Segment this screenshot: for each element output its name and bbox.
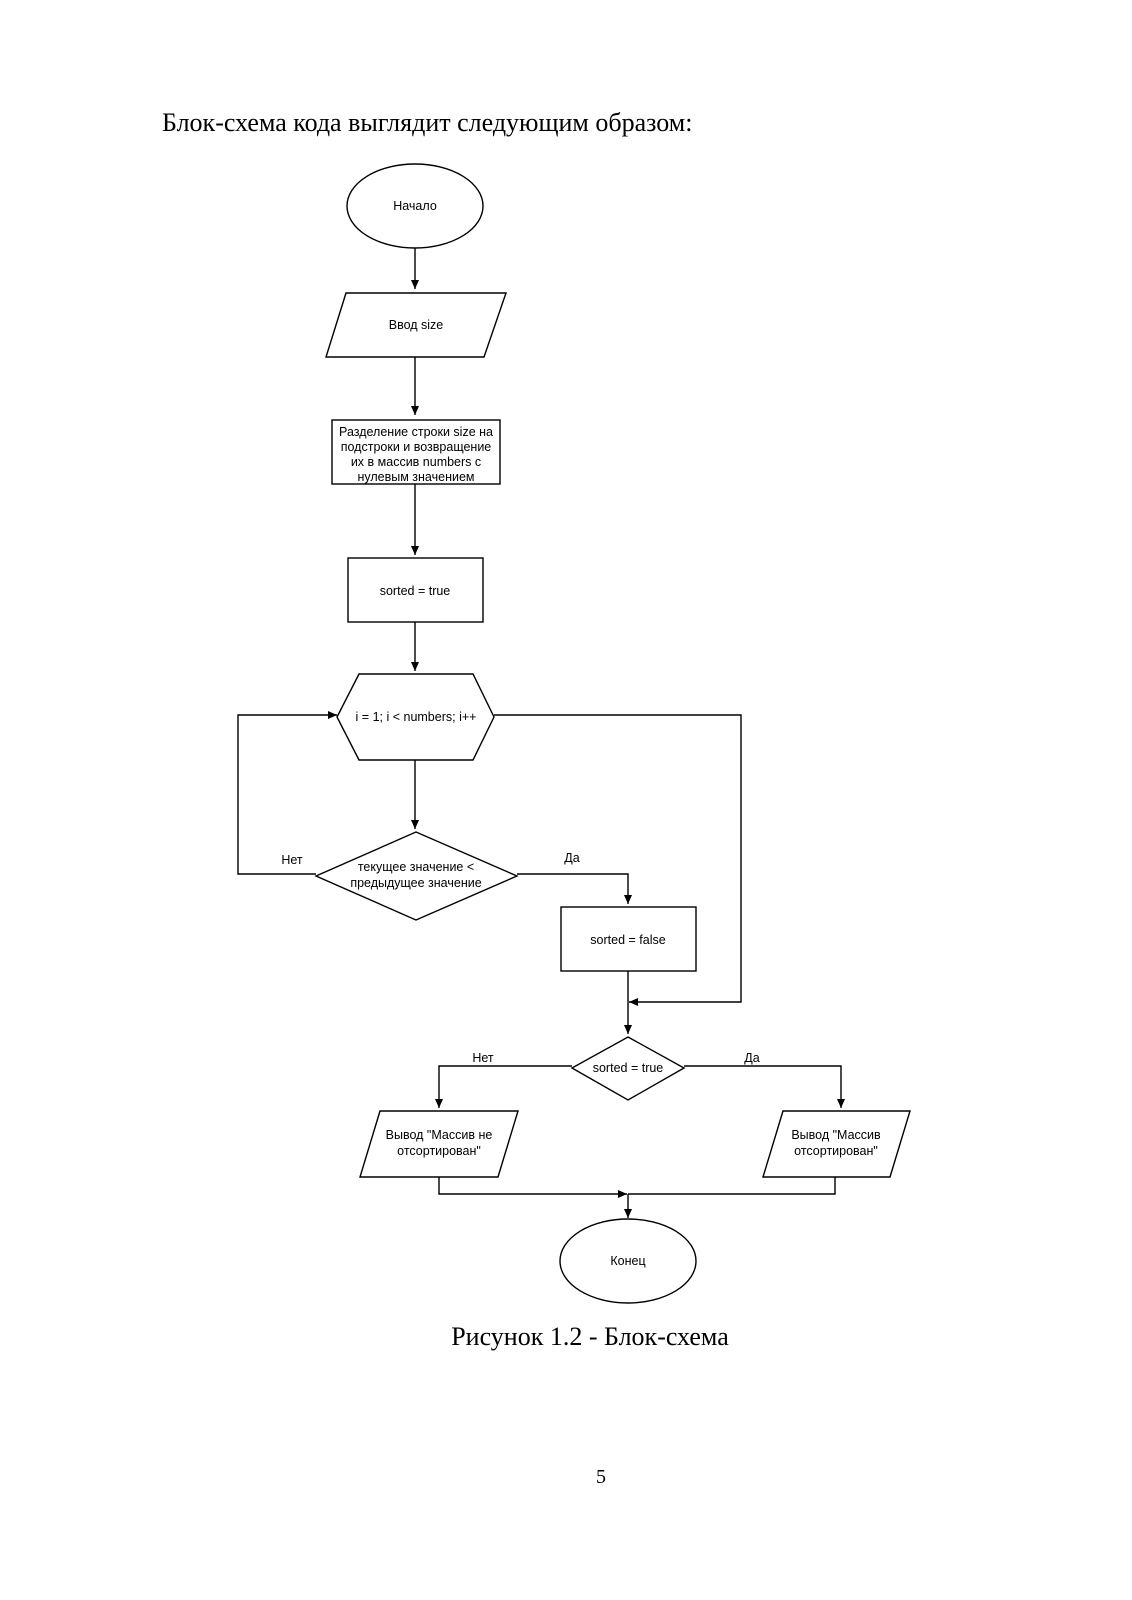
output-not-sorted-line-1: Вывод "Массив не bbox=[386, 1128, 493, 1142]
end-label: Конец bbox=[610, 1254, 645, 1268]
output-sorted-line-1: Вывод "Массив bbox=[791, 1128, 881, 1142]
parallelogram-shape bbox=[359, 1110, 519, 1178]
split-label-line-1: Разделение строки size на bbox=[339, 425, 493, 439]
edge-output-sorted-to-merge bbox=[628, 1174, 836, 1195]
output-sorted-node: Вывод "Массив отсортирован" bbox=[762, 1110, 911, 1178]
input-node: Ввод size bbox=[325, 292, 507, 358]
parallelogram-shape bbox=[762, 1110, 911, 1178]
output-sorted-line-2: отсортирован" bbox=[794, 1144, 878, 1158]
split-process-node: Разделение строки size на подстроки и во… bbox=[331, 419, 501, 485]
compare-label-line-1: текущее значение < bbox=[358, 860, 474, 874]
flowchart-edges bbox=[237, 248, 845, 1218]
init-sorted-label: sorted = true bbox=[380, 584, 451, 598]
loop-node: i = 1; i < numbers; i++ bbox=[336, 673, 495, 761]
process-shape bbox=[331, 419, 501, 485]
parallelogram-shape bbox=[325, 292, 507, 358]
edge-compare-yes-to-set-false bbox=[517, 873, 632, 904]
start-label: Начало bbox=[393, 199, 437, 213]
split-label-line-3: их в массив numbers с bbox=[351, 455, 481, 469]
start-node: Начало bbox=[346, 163, 484, 249]
compare-label-line-2: предыдущее значение bbox=[350, 876, 481, 890]
set-false-node: sorted = false bbox=[560, 906, 697, 972]
check-sorted-label: sorted = true bbox=[593, 1061, 664, 1075]
set-false-label: sorted = false bbox=[590, 933, 665, 947]
edge-loop-exit-to-check bbox=[494, 714, 742, 1006]
compare-yes-label: Да bbox=[564, 851, 579, 865]
decision-diamond-shape bbox=[314, 831, 519, 921]
split-label-line-4: нулевым значением bbox=[357, 470, 474, 484]
input-label: Ввод size bbox=[389, 318, 444, 332]
check-sorted-decision-node: sorted = true bbox=[570, 1036, 686, 1101]
split-label-line-2: подстроки и возвращение bbox=[341, 440, 492, 454]
figure-caption: Рисунок 1.2 - Блок-схема bbox=[451, 1322, 729, 1351]
check-no-label: Нет bbox=[472, 1051, 494, 1065]
init-sorted-node: sorted = true bbox=[347, 557, 484, 623]
edge-compare-no-back-to-loop bbox=[237, 711, 337, 875]
process-shape bbox=[347, 557, 484, 623]
output-not-sorted-line-2: отсортирован" bbox=[397, 1144, 481, 1158]
decision-diamond-shape bbox=[570, 1036, 686, 1101]
check-yes-label: Да bbox=[744, 1051, 759, 1065]
output-not-sorted-node: Вывод "Массив не отсортирован" bbox=[359, 1110, 519, 1178]
page-number: 5 bbox=[596, 1466, 606, 1488]
terminator-shape bbox=[559, 1218, 697, 1304]
compare-no-label: Нет bbox=[281, 853, 303, 867]
loop-hexagon-shape bbox=[336, 673, 495, 761]
edge-output-not-sorted-to-merge bbox=[438, 1174, 627, 1198]
process-shape bbox=[560, 906, 697, 972]
terminator-shape bbox=[346, 163, 484, 249]
end-node: Конец bbox=[559, 1218, 697, 1304]
edge-check-yes-to-output bbox=[684, 1065, 845, 1108]
loop-label: i = 1; i < numbers; i++ bbox=[356, 710, 477, 724]
compare-decision-node: текущее значение < предыдущее значение bbox=[314, 831, 519, 921]
edge-check-no-to-output bbox=[435, 1065, 572, 1108]
intro-paragraph: Блок-схема кода выглядит следующим образ… bbox=[162, 108, 693, 137]
